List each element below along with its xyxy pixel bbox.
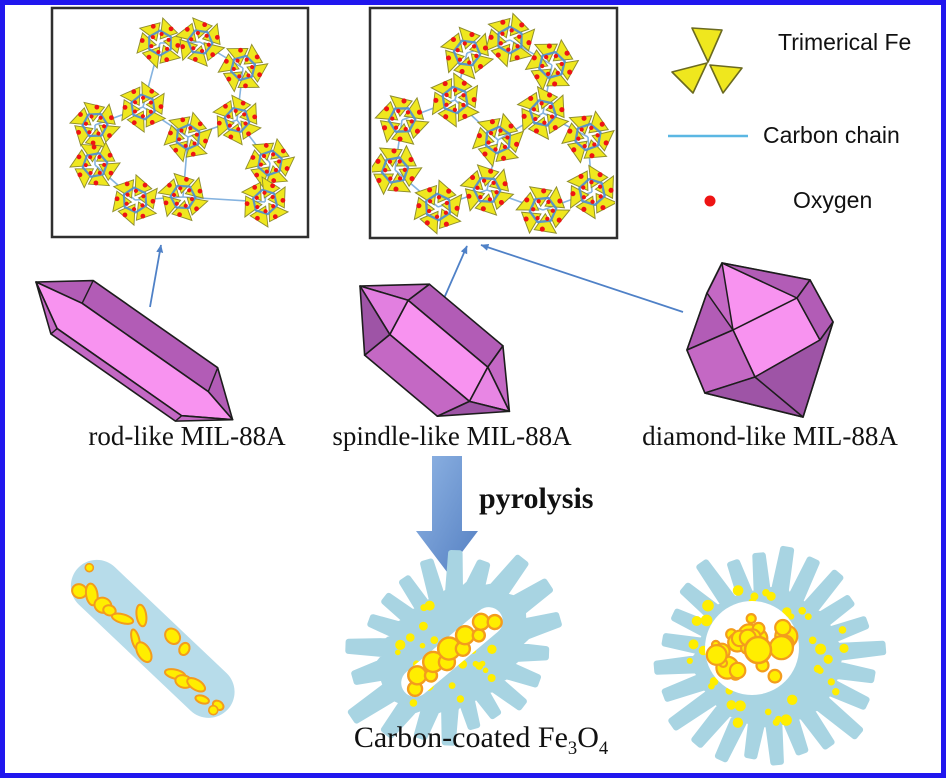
legend-label-carbon-chain: Carbon chain xyxy=(763,122,900,148)
product-label-sub3: 3 xyxy=(567,738,578,759)
product-label: Carbon-coated Fe3O4 xyxy=(354,721,608,759)
framework-structure-right xyxy=(372,12,615,236)
spindle-crystal-label: spindle-like MIL-88A xyxy=(332,421,572,451)
product-label-o: O xyxy=(577,721,599,754)
product-label-prefix: Carbon-coated Fe xyxy=(353,721,568,754)
rod-crystal-label: rod-like MIL-88A xyxy=(88,421,286,451)
spindle-crystal xyxy=(359,283,511,418)
product-label-sub4: 4 xyxy=(598,738,609,759)
legend-label-trimerical-fe: Trimerical Fe xyxy=(778,29,912,55)
arrow-rod-to-framework xyxy=(149,244,164,308)
rod-crystal xyxy=(35,279,234,422)
trimerical-fe-icon xyxy=(671,27,743,94)
diamond-crystal-label: diamond-like MIL-88A xyxy=(642,421,898,451)
carbon-spindle-product xyxy=(345,550,562,746)
legend-label-oxygen: Oxygen xyxy=(793,187,873,213)
carbon-sphere-product xyxy=(653,545,887,766)
pyrolysis-arrow xyxy=(416,456,478,572)
diamond-crystal xyxy=(686,262,834,418)
pyrolysis-label: pyrolysis xyxy=(479,482,594,515)
oxygen-dot-icon xyxy=(704,195,716,207)
arrow-diamond-to-framework xyxy=(480,244,684,313)
framework-structure-left xyxy=(61,10,301,235)
carbon-rod-product xyxy=(70,559,235,718)
